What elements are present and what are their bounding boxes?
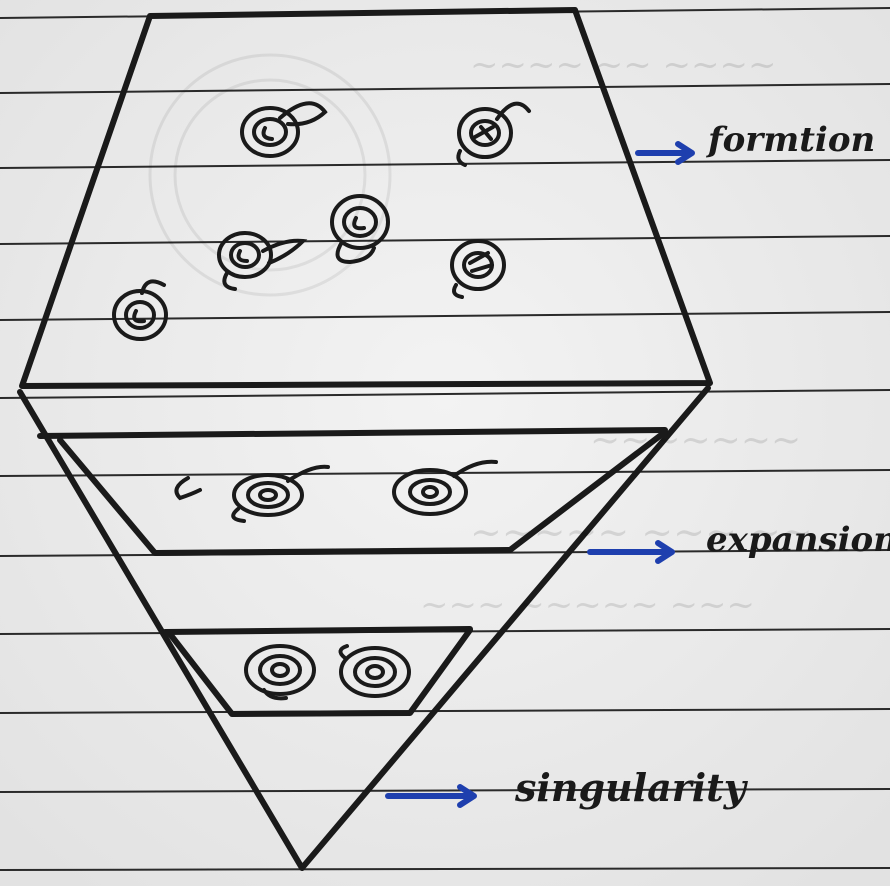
galaxy-icon bbox=[392, 459, 498, 516]
expansion-label: expansion bbox=[706, 520, 890, 560]
galaxy-group-lower bbox=[244, 644, 411, 701]
galaxy-icon bbox=[244, 644, 316, 701]
arrow-right-icon bbox=[385, 784, 477, 808]
galaxy-icon bbox=[456, 101, 531, 167]
singularity-label: singularity bbox=[515, 765, 746, 810]
universe-funnel-outline bbox=[17, 7, 713, 871]
bleed-through-writing: ~~~~~ ~~~ ~~ bbox=[470, 510, 813, 554]
galaxy-icon bbox=[338, 644, 411, 698]
bleed-through-writing: ~~~~ ~~ ~~~~ bbox=[470, 45, 777, 85]
galaxy-icon bbox=[330, 194, 390, 265]
arrows bbox=[385, 141, 695, 808]
comet-mark bbox=[174, 476, 202, 501]
arrow-right-icon bbox=[635, 141, 695, 165]
bleed-through-writing: ~~~~~~~ bbox=[590, 420, 802, 461]
galaxy-icon bbox=[217, 231, 308, 291]
galaxy-icon bbox=[450, 239, 506, 299]
galaxy-icon bbox=[240, 101, 328, 158]
galaxy-icon bbox=[112, 279, 168, 341]
arrow-right-icon bbox=[587, 540, 675, 564]
ruled-lines bbox=[0, 7, 890, 871]
galaxy-group-formation bbox=[112, 101, 531, 341]
galaxy-icon bbox=[231, 464, 330, 523]
formation-label: formtion bbox=[708, 120, 876, 160]
galaxy-group-expansion bbox=[174, 459, 498, 523]
bleed-through-writing: ~~~ ~~~~~ ~~~ bbox=[420, 585, 755, 625]
bleed-through-seal bbox=[148, 53, 392, 297]
